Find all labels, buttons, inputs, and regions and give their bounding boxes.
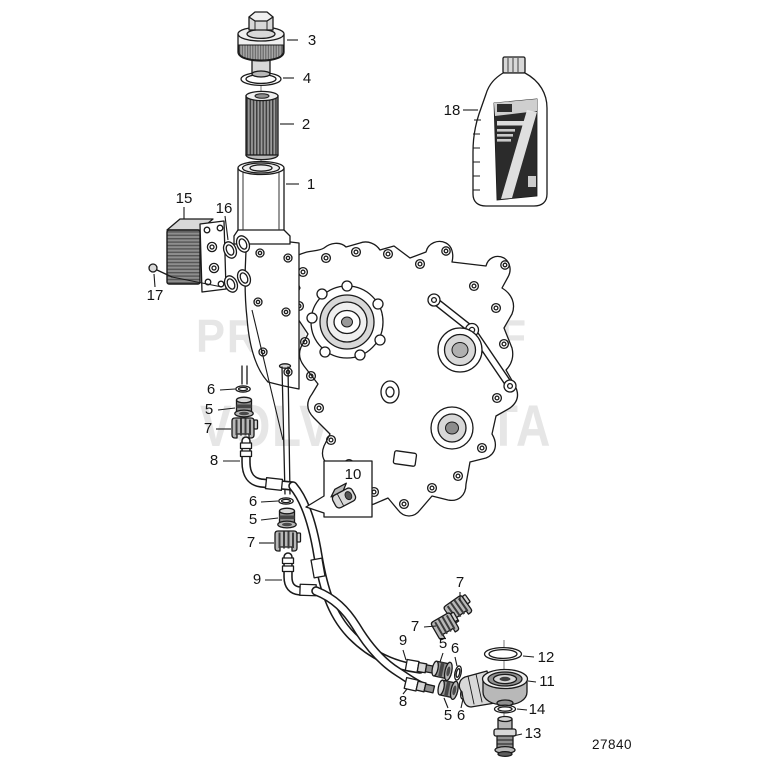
callout-3: 3 [308,32,316,49]
callout-9a: 9 [253,571,261,588]
callout-8b: 8 [399,693,407,710]
thermostat-valve-13 [493,715,517,758]
callout-12: 12 [538,649,555,666]
oil-filter-element [245,90,279,161]
callout-4: 4 [303,70,311,87]
callout-18: 18 [444,102,461,119]
clip-10-part [330,482,357,509]
oil-cooler [166,218,227,293]
callout-7b: 7 [247,534,255,551]
timing-cover [290,240,519,517]
pump-stud [380,380,400,404]
camshaft-seal-boss [306,280,386,361]
callout-5d: 5 [444,707,452,724]
callout-6a: 6 [207,381,215,398]
callout-16: 16 [216,200,233,217]
oring-6-c [452,664,464,682]
cooler-bolt [148,263,223,288]
callout-5a: 5 [205,401,213,418]
return-pipe-edge [251,309,284,441]
callout-10: 10 [345,466,362,483]
oil-filter-housing [233,160,291,245]
cap-hex-nut [248,11,274,31]
callout-2: 2 [302,116,310,133]
return-pipe [278,363,292,495]
supply-pipe-upper [241,365,248,385]
callout-5b: 5 [249,511,257,528]
upper-port [437,327,483,373]
cover-port [392,450,418,467]
oil-bottle [472,56,548,207]
oring-6-b [278,497,294,505]
oring-14 [493,704,517,714]
callout-15: 15 [176,190,193,207]
hose-b-end [403,676,436,694]
callout-17: 17 [147,287,164,304]
bottle-label [493,98,538,201]
callout-6d: 6 [457,707,465,724]
adapter-housing-11 [458,668,529,708]
oring-12 [483,646,523,662]
callout-1: 1 [307,176,315,193]
callout-6c: 6 [451,640,459,657]
bottle-brand-logo [497,104,512,112]
cooler-flange-plate [199,220,227,293]
clip-7-a [231,417,259,439]
callout-13: 13 [525,725,542,742]
cover-bolt-holes [293,246,510,510]
fitting-5-d [435,677,461,701]
bottle-grip-ribs [473,119,481,191]
oil-filter-cap [237,11,285,78]
lower-port [430,406,474,450]
callout-11: 11 [539,673,555,690]
leader-lines [153,39,537,737]
drawing-number: 27840 [592,737,632,752]
callout-9b: 9 [399,632,407,649]
clip-7-b [274,530,302,552]
fitting-5-b [277,507,297,529]
callout-14: 14 [529,701,546,718]
callout-7a: 7 [204,420,212,437]
elbow-pipe-8 [239,436,297,491]
fitting-5-a [234,396,254,418]
callout-8a: 8 [210,452,218,469]
filter-mount-plate [244,236,300,441]
callout-7d: 7 [411,618,419,635]
oring-6-a [235,385,251,393]
callout-6b: 6 [249,493,257,510]
callout-labels: 3 4 2 1 18 15 16 17 6 5 7 8 6 5 7 9 10 7… [147,32,555,742]
fitting-5-c [429,658,455,682]
bottle-cap [502,56,526,74]
detail-callout-box [305,460,373,518]
callout-7c: 7 [456,574,464,591]
bracket-struts [427,246,517,393]
callout-5c: 5 [439,635,447,652]
elbow-pipe-9 [281,552,321,597]
